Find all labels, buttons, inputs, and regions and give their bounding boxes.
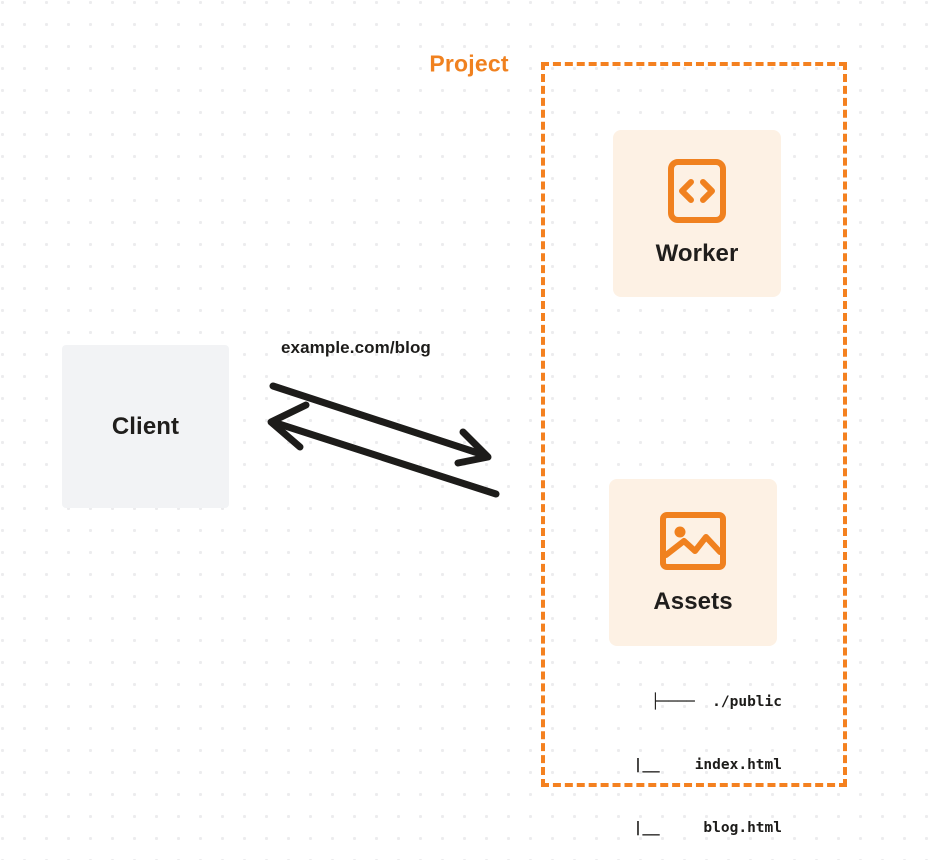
- client-label: Client: [111, 412, 180, 440]
- code-file-icon: [667, 159, 727, 228]
- project-title: Project: [422, 50, 516, 78]
- response-arrow: [267, 401, 500, 498]
- request-arrow: [269, 382, 492, 467]
- client-node[interactable]: Client: [62, 345, 229, 508]
- request-url-label: example.com/blog: [281, 338, 431, 357]
- assets-card[interactable]: Assets: [609, 479, 777, 646]
- assets-label: Assets: [653, 587, 733, 615]
- project-container: [541, 62, 847, 787]
- worker-card[interactable]: Worker: [613, 130, 781, 297]
- file-tree-row: ├──── ./public: [651, 694, 782, 710]
- file-tree-row: |__ blog.html: [633, 820, 782, 836]
- image-icon: [659, 510, 727, 576]
- file-tree-row: |__ index.html: [633, 757, 782, 773]
- assets-file-tree: ├──── ./public |__ index.html |__ blog.h…: [560, 650, 782, 860]
- worker-label: Worker: [655, 240, 739, 267]
